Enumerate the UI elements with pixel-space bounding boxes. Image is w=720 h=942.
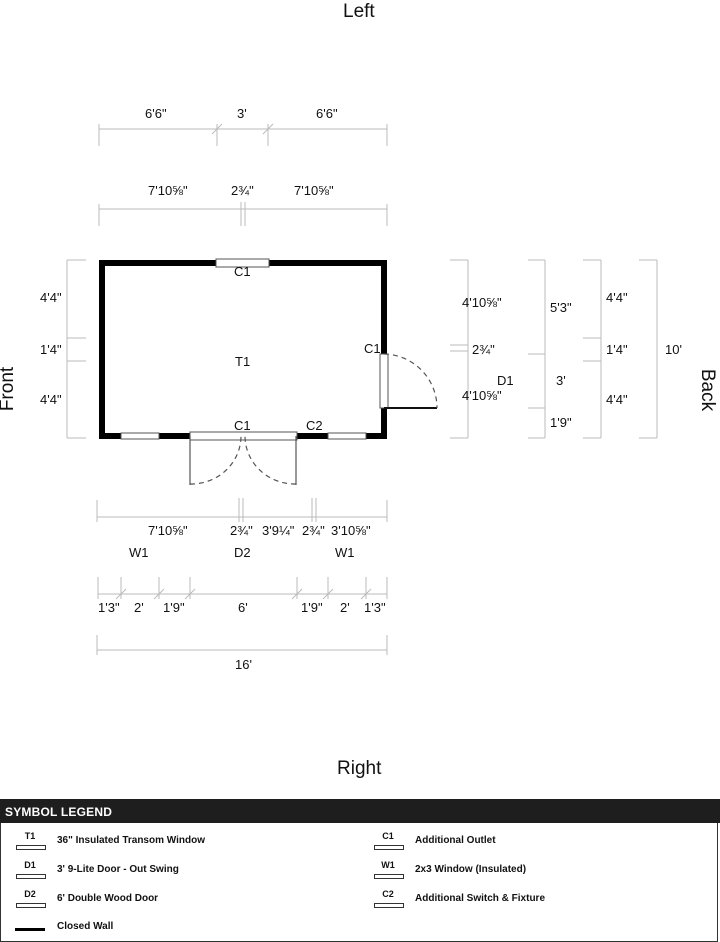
back-dimension-door [528, 259, 546, 439]
legend-body: T1 36" Insulated Transom Window D1 3' 9-… [0, 823, 718, 942]
legend-item-text: Additional Outlet [415, 835, 496, 846]
window-symbol-icon: D1 [15, 860, 46, 882]
bottom-dim-total-label: 16' [235, 657, 252, 672]
building-walls [99, 258, 389, 441]
front-dim-label: 4'4" [40, 392, 62, 407]
legend-title: SYMBOL LEGEND [0, 799, 720, 823]
wall-line-icon [15, 917, 45, 939]
top-dim-label: 2¾" [231, 183, 254, 198]
bottom-dim-label: 2' [340, 600, 350, 615]
bottom-dimension-row-2 [97, 577, 388, 600]
back-dim-label: 4'10⅝" [462, 388, 502, 403]
top-dimension-row-2 [98, 202, 388, 226]
outlet-label: C1 [234, 418, 251, 433]
outlet-label: C1 [234, 264, 251, 279]
back-dim-label: 4'4" [606, 290, 628, 305]
top-dim-label: 3' [237, 106, 247, 121]
bottom-dim-label: 1'9" [163, 600, 185, 615]
window-symbol-icon: D2 [15, 889, 46, 911]
legend-item-text: Closed Wall [57, 921, 114, 932]
back-dimension-total [639, 259, 658, 439]
side-label-left: Left [343, 1, 375, 22]
legend-item-text: 36" Insulated Transom Window [57, 835, 206, 846]
front-dim-label: 1'4" [40, 342, 62, 357]
window-symbol-icon: W1 [373, 860, 404, 882]
back-dim-label: 1'9" [550, 415, 572, 430]
top-dim-label: 6'6" [145, 106, 167, 121]
back-dim-total-label: 10' [665, 342, 682, 357]
bottom-dim-label: 1'9" [301, 600, 323, 615]
door-label: D2 [234, 545, 251, 560]
back-dim-label: 3' [556, 373, 566, 388]
side-door-swing [383, 353, 438, 409]
floor-plan-drawing [66, 123, 658, 655]
back-dim-label: 5'3" [550, 300, 572, 315]
front-dim-label: 4'4" [40, 290, 62, 305]
bottom-dim-label: 1'3" [364, 600, 386, 615]
legend-item-text: Additional Switch & Fixture [415, 893, 546, 904]
window-symbol-icon: T1 [15, 831, 46, 853]
top-dim-label: 6'6" [316, 106, 338, 121]
top-dim-label: 7'10⅝" [148, 183, 188, 198]
back-dim-label: 4'10⅝" [462, 295, 502, 310]
top-dim-label: 7'10⅝" [294, 183, 334, 198]
legend-item-text: 3' 9-Lite Door - Out Swing [57, 864, 179, 875]
side-label-right: Right [337, 758, 382, 779]
bottom-dim-label: 3'9¼" [262, 523, 295, 538]
bottom-dim-label: 6' [238, 600, 248, 615]
front-dimension [66, 259, 86, 439]
bottom-dim-label: 2' [134, 600, 144, 615]
window-symbol-icon: C2 [373, 889, 404, 911]
window-label: W1 [129, 545, 149, 560]
switch-label: C2 [306, 418, 323, 433]
bottom-dim-label: 2¾" [230, 523, 253, 538]
bottom-dim-label: 2¾" [302, 523, 325, 538]
side-label-front: Front [0, 366, 19, 412]
back-dim-label: 1'4" [606, 342, 628, 357]
door-label: D1 [497, 373, 514, 388]
bottom-dimension-total [96, 635, 388, 655]
transom-label: T1 [235, 354, 251, 369]
back-dim-label: 4'4" [606, 392, 628, 407]
back-dimension-inner [450, 259, 469, 439]
window-symbol-icon: C1 [373, 831, 404, 853]
bottom-dim-label: 7'10⅝" [148, 523, 188, 538]
bottom-dimension-row-1 [96, 498, 388, 522]
top-dimension-row-1 [98, 123, 388, 146]
back-dimension-outer [583, 259, 602, 439]
window-label: W1 [335, 545, 355, 560]
bottom-dim-label: 1'3" [98, 600, 120, 615]
outlet-label: C1 [364, 341, 381, 356]
symbol-legend: SYMBOL LEGEND T1 36" Insulated Transom W… [0, 799, 720, 942]
double-door-swing [189, 435, 297, 485]
back-dim-label: 2¾" [472, 342, 495, 357]
legend-item-text: 6' Double Wood Door [57, 893, 159, 904]
bottom-dim-label: 3'10⅝" [331, 523, 371, 538]
legend-item-text: 2x3 Window (Insulated) [415, 864, 527, 875]
side-label-back: Back [697, 368, 719, 412]
